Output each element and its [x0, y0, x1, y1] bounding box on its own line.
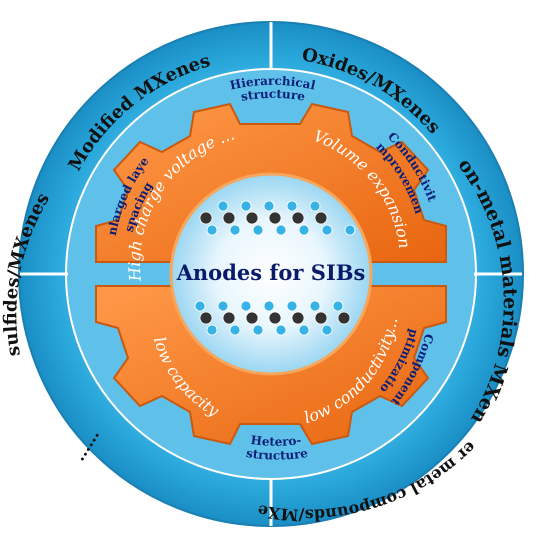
lattice-atom — [194, 300, 206, 312]
label-hierarchical: Hierarchical — [228, 74, 317, 93]
lattice-atom — [222, 211, 236, 225]
center-title: Anodes for SIBs — [176, 260, 366, 285]
lattice-atom — [229, 224, 241, 236]
lattice-atom — [275, 224, 287, 236]
lattice-atom — [199, 211, 213, 225]
lattice-atom — [332, 300, 344, 312]
lattice-atom — [263, 200, 275, 212]
lattice-atom — [314, 311, 328, 325]
lattice-atom — [217, 200, 229, 212]
lattice-atom — [286, 200, 298, 212]
lattice-atom — [337, 311, 351, 325]
lattice-atom — [245, 211, 259, 225]
lattice-atom — [240, 300, 252, 312]
label-structure-bottom: structure — [245, 446, 309, 463]
lattice-atom — [206, 224, 218, 236]
lattice-atom — [298, 324, 310, 336]
lattice-atom — [275, 324, 287, 336]
lattice-atom — [222, 311, 236, 325]
lattice-atom — [321, 324, 333, 336]
lattice-atom — [252, 324, 264, 336]
mxene-lattice — [194, 200, 356, 336]
lattice-atom — [199, 311, 213, 325]
lattice-atom — [344, 224, 356, 236]
lattice-atom — [263, 300, 275, 312]
lattice-atom — [240, 200, 252, 212]
lattice-atom — [321, 224, 333, 236]
lattice-atom — [309, 200, 321, 212]
label-hetero: Hetero- — [250, 433, 302, 449]
lattice-atom — [298, 224, 310, 236]
lattice-atom — [291, 211, 305, 225]
lattice-atom — [286, 300, 298, 312]
lattice-atom — [229, 324, 241, 336]
lattice-atom — [309, 300, 321, 312]
lattice-atom — [314, 211, 328, 225]
lattice-atom — [268, 311, 282, 325]
lattice-atom — [217, 300, 229, 312]
lattice-atom — [245, 311, 259, 325]
lattice-atom — [252, 224, 264, 236]
label-structure-top: structure — [240, 87, 307, 104]
lattice-atom — [291, 311, 305, 325]
lattice-atom — [206, 324, 218, 336]
lattice-atom — [268, 211, 282, 225]
